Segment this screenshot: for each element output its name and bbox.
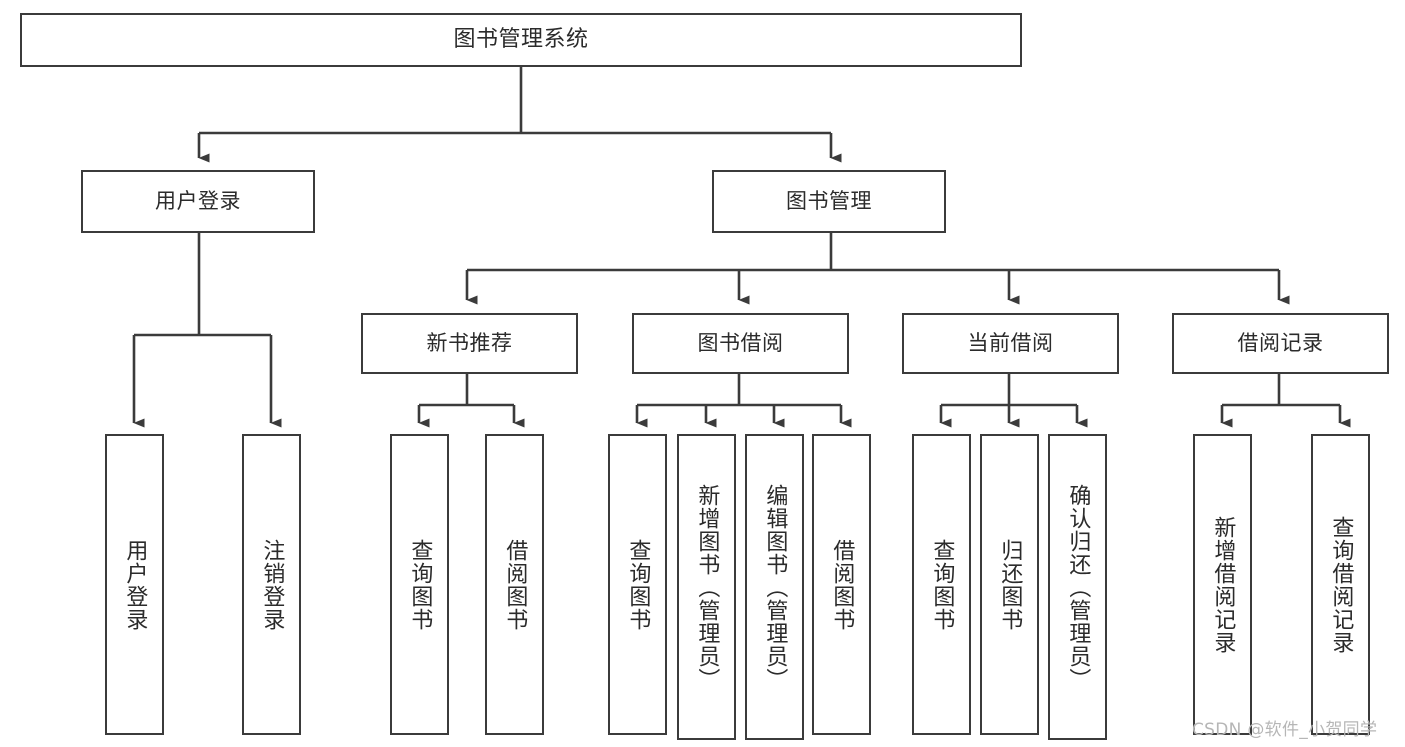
node-leaf-return-book[interactable]: 归还图书	[980, 434, 1039, 735]
node-leaf-query-record[interactable]: 查询借阅记录	[1311, 434, 1370, 735]
node-label: 图书管理	[786, 188, 872, 213]
node-label: 当前借阅	[967, 330, 1054, 355]
node-label: 新增借阅记录	[1210, 515, 1236, 654]
node-leaf-query-book-1[interactable]: 查询图书	[390, 434, 449, 735]
node-leaf-query-book-2[interactable]: 查询图书	[608, 434, 667, 735]
node-label: 确认归还（管理员）	[1065, 483, 1091, 691]
node-label: 查询图书	[407, 538, 433, 631]
node-label: 用户登录	[155, 188, 241, 213]
node-label: 借阅图书	[502, 538, 528, 631]
node-label: 查询图书	[929, 538, 955, 631]
node-current-borrow[interactable]: 当前借阅	[902, 313, 1119, 374]
node-label: 新增图书（管理员）	[694, 483, 720, 691]
node-label: 图书借阅	[697, 330, 784, 355]
node-label: 借阅图书	[829, 538, 855, 631]
node-user-login[interactable]: 用户登录	[81, 170, 315, 233]
node-label: 编辑图书（管理员）	[762, 483, 788, 691]
node-book-borrow[interactable]: 图书借阅	[632, 313, 849, 374]
node-new-book-recommend[interactable]: 新书推荐	[361, 313, 578, 374]
node-label: 借阅记录	[1237, 330, 1324, 355]
node-leaf-borrow-book-2[interactable]: 借阅图书	[812, 434, 871, 735]
node-label: 用户登录	[122, 538, 148, 631]
node-leaf-logout-login[interactable]: 注销登录	[242, 434, 301, 735]
node-label: 归还图书	[997, 538, 1023, 631]
node-label: 查询图书	[625, 538, 651, 631]
csdn-watermark: CSDN @软件_小贺同学	[1192, 720, 1378, 740]
node-leaf-confirm-return[interactable]: 确认归还（管理员）	[1048, 434, 1107, 740]
node-leaf-borrow-book-1[interactable]: 借阅图书	[485, 434, 544, 735]
node-leaf-query-book-3[interactable]: 查询图书	[912, 434, 971, 735]
node-leaf-edit-book[interactable]: 编辑图书（管理员）	[745, 434, 804, 740]
node-label: 注销登录	[259, 538, 285, 631]
node-label: 图书管理系统	[453, 27, 589, 53]
node-leaf-user-login[interactable]: 用户登录	[105, 434, 164, 735]
node-leaf-add-record[interactable]: 新增借阅记录	[1193, 434, 1252, 735]
node-book-management[interactable]: 图书管理	[712, 170, 946, 233]
node-root-book-management-system[interactable]: 图书管理系统	[20, 13, 1022, 67]
node-label: 新书推荐	[426, 330, 513, 355]
node-borrow-record[interactable]: 借阅记录	[1172, 313, 1389, 374]
node-leaf-add-book[interactable]: 新增图书（管理员）	[677, 434, 736, 740]
node-label: 查询借阅记录	[1328, 515, 1354, 654]
